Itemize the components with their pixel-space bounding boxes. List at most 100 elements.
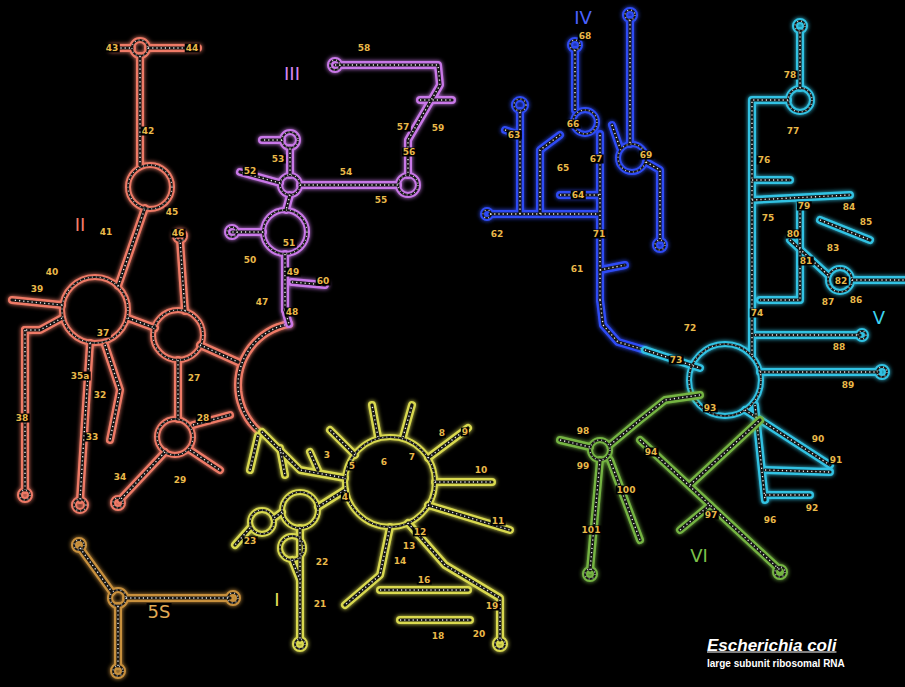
helix-stem: [765, 470, 830, 472]
loop-core: [128, 165, 172, 209]
base-pairs: [400, 619, 470, 620]
base-pairs: [790, 240, 828, 275]
loop-core: [655, 240, 665, 250]
stem-core: [292, 560, 300, 580]
helix-number: 16: [417, 576, 432, 585]
helix-stem: [372, 405, 378, 437]
helix-number: 62: [490, 230, 505, 239]
helix-stem: [281, 254, 289, 310]
helix-stem: [310, 452, 318, 470]
helix-number: 22: [315, 558, 330, 567]
helix-stem: [380, 586, 468, 594]
base-pairs: [435, 481, 492, 482]
loop-core: [625, 10, 635, 20]
loop: [110, 590, 126, 606]
stem-core: [335, 65, 440, 175]
helix-number: 79: [797, 202, 812, 211]
helix-number: 56: [402, 148, 417, 157]
domain-label: VI: [689, 547, 709, 565]
loop-bases: [858, 331, 866, 339]
helix-stem: [238, 324, 289, 431]
helix-stem: [330, 430, 355, 455]
helix-number: 71: [592, 230, 607, 239]
stem-core: [612, 125, 620, 148]
helix-stem: [571, 50, 579, 110]
base-pairs: [490, 213, 598, 214]
domain-label: III: [283, 65, 301, 83]
stem-core: [600, 300, 645, 350]
helix-number: 6: [380, 458, 388, 467]
base-pairs: [139, 56, 140, 165]
loop-core: [263, 210, 307, 254]
helix-stem: [540, 135, 560, 214]
helix-number: 5: [348, 462, 356, 471]
base-pairs: [519, 111, 520, 214]
helix-number: 64: [571, 191, 586, 200]
stem-core: [274, 512, 282, 518]
loop-core: [495, 639, 505, 649]
helix-number: 72: [683, 324, 698, 333]
helix-number: 80: [786, 230, 801, 239]
helix-number: 47: [255, 298, 270, 307]
base-pairs: [300, 184, 398, 185]
base-pairs: [540, 135, 560, 214]
helix-number: 8: [438, 429, 446, 438]
loop-bases: [153, 310, 203, 360]
helix-stem: [760, 205, 800, 300]
base-pairs: [180, 240, 185, 311]
stem-core: [752, 178, 790, 181]
helix-number: 45: [165, 208, 180, 217]
stem-core: [852, 278, 905, 281]
helix-number: 40: [45, 268, 60, 277]
base-pairs: [286, 195, 290, 210]
helix-number: 49: [286, 268, 301, 277]
loop: [689, 344, 761, 416]
helix-number: 43: [105, 44, 120, 53]
loop-core: [282, 132, 298, 148]
loop-core: [345, 437, 435, 527]
helix-stem: [262, 432, 345, 478]
domain-label: IV: [573, 9, 593, 27]
base-pairs: [765, 494, 810, 495]
loop: [62, 277, 128, 343]
stem-core: [408, 523, 500, 640]
helix-number: 50: [243, 256, 258, 265]
base-pairs: [126, 597, 230, 598]
loop-core: [74, 540, 84, 550]
loop-bases: [228, 593, 238, 603]
helix-number: 93: [703, 404, 718, 413]
base-pairs: [299, 528, 300, 640]
base-pairs: [25, 318, 62, 330]
loop-bases: [113, 666, 123, 676]
loop-bases: [625, 10, 635, 20]
base-pairs: [799, 31, 800, 88]
helix-stem: [752, 176, 790, 184]
base-pairs: [645, 350, 700, 368]
stem-core: [752, 195, 850, 200]
helix-stem: [765, 491, 810, 499]
helix-stem: [420, 96, 452, 104]
helix-number: 19: [485, 602, 500, 611]
domain-label: II: [74, 216, 87, 234]
helix-number: 89: [841, 381, 856, 390]
base-pairs: [280, 448, 285, 475]
loop-bases: [74, 499, 86, 511]
helix-number: 69: [639, 151, 654, 160]
loop-bases: [689, 344, 761, 416]
helix-number: 27: [187, 374, 202, 383]
helix-number: 81: [799, 257, 814, 266]
loop-bases: [514, 99, 526, 111]
loop-core: [227, 227, 237, 237]
helix-stem: [300, 181, 398, 189]
helix-stem: [250, 436, 258, 470]
helix-number: 60: [316, 277, 331, 286]
stem-core: [600, 265, 625, 270]
loop: [514, 99, 526, 111]
rna-domain: [560, 395, 785, 579]
caption-subtitle: large subunit ribosomal RNA: [706, 659, 846, 669]
helix-number: 37: [96, 329, 111, 338]
helix-stem: [560, 440, 590, 447]
stem-core: [300, 183, 398, 186]
helix-number: 14: [393, 557, 408, 566]
rna-domain: [235, 405, 510, 649]
